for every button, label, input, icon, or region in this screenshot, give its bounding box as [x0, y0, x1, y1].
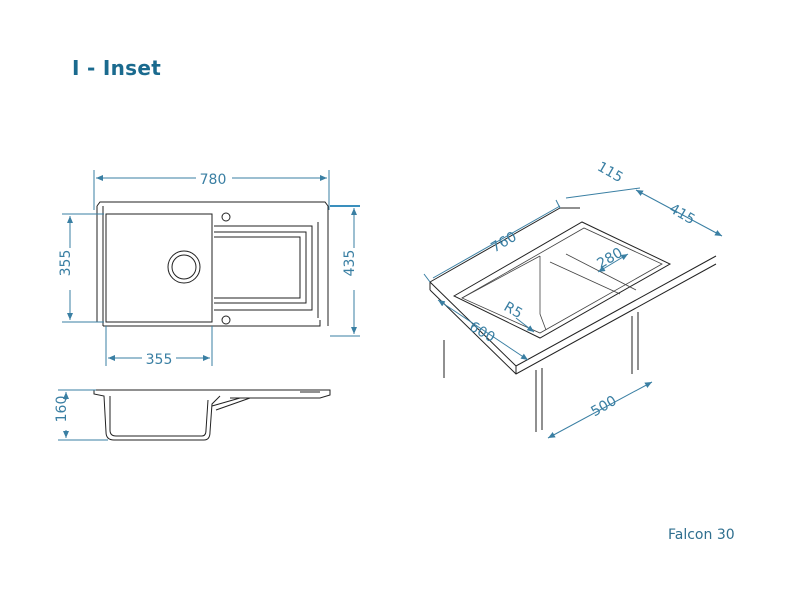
model-name: Falcon 30 [668, 527, 735, 543]
bowl-outline [105, 213, 213, 323]
drainboard-inner [214, 236, 301, 299]
dim-500: 500 [588, 393, 619, 420]
side-view: 160 [54, 389, 331, 441]
dim-280: 280 [594, 245, 625, 272]
dim-355-vertical: 355 [58, 250, 74, 277]
top-view: 780 355 435 355 [58, 170, 360, 368]
drain-outer [167, 250, 201, 284]
tap-hole-bottom [221, 315, 231, 325]
dim-115: 115 [594, 159, 625, 186]
dim-355-horizontal: 355 [146, 352, 173, 368]
iso-view: 760 115 415 280 R5 600 500 [423, 159, 723, 439]
dim-600: 600 [466, 319, 497, 346]
dim-435: 435 [342, 250, 358, 277]
page-title: I - Inset [72, 56, 162, 80]
dim-r5: R5 [501, 299, 525, 322]
dim-780: 780 [200, 172, 227, 188]
drain-inner [171, 254, 197, 280]
dim-760: 760 [488, 229, 519, 256]
dim-415: 415 [666, 201, 697, 228]
dim-160: 160 [54, 396, 70, 423]
tap-hole-top [221, 212, 231, 222]
